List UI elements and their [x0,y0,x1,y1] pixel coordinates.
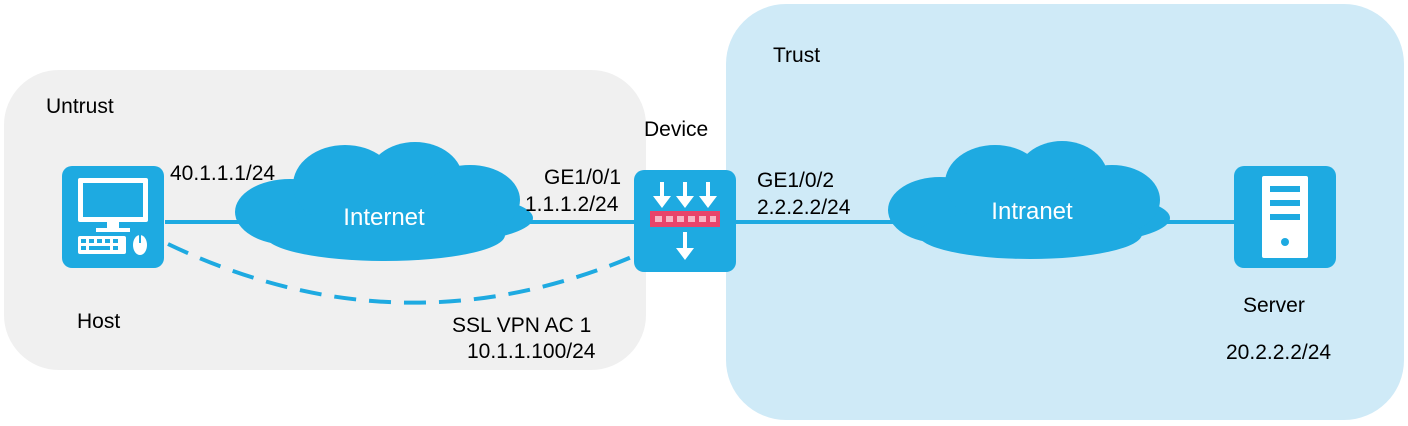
ge1-interface-name: GE1/0/1 [544,166,622,189]
internet-cloud-icon [235,142,533,261]
firewall-icon [634,170,736,272]
pc-icon [62,166,164,268]
zone-trust-label: Trust [773,44,821,67]
device-label: Device [644,118,709,141]
ge1-interface-ip: 1.1.1.2/24 [525,193,619,216]
ge2-interface-ip: 2.2.2.2/24 [757,196,851,219]
host-ip: 40.1.1.1/24 [170,162,276,185]
server-icon [1234,166,1336,268]
ge2-interface-name: GE1/0/2 [757,169,835,192]
host-label: Host [77,310,121,333]
intranet-cloud-icon [888,141,1170,259]
vpn-name: SSL VPN AC 1 [452,314,592,337]
server-label: Server [1243,294,1305,317]
vpn-ip: 10.1.1.100/24 [467,340,596,363]
zone-untrust-label: Untrust [46,95,114,118]
server-ip: 20.2.2.2/24 [1226,341,1332,364]
internet-label: Internet [343,204,425,231]
intranet-label: Intranet [991,198,1073,225]
